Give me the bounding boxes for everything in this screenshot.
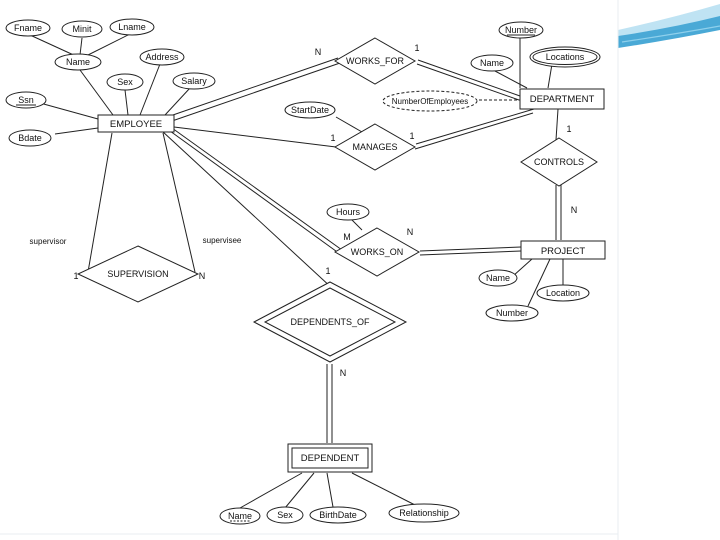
attr-dependent-sex <box>266 506 304 524</box>
relationship-manages <box>333 123 417 171</box>
relationship-attributes: StartDate Hours <box>284 101 370 221</box>
attr-salary-label: Salary <box>181 76 207 86</box>
cardinality-controls-project: N <box>571 205 578 215</box>
attr-address <box>139 48 185 66</box>
attr-ssn-label: Ssn <box>18 95 34 105</box>
cardinality-manages-department: 1 <box>409 131 414 141</box>
attr-project-number <box>485 304 539 322</box>
entity-employee <box>97 114 175 133</box>
dependent-attributes: Name Sex BirthDate Relationship <box>219 503 460 525</box>
attr-fname-label: Fname <box>14 23 42 33</box>
attr-dept-name-label: Name <box>480 58 504 68</box>
attr-start-date-label: StartDate <box>291 105 329 115</box>
attr-fname <box>5 19 51 37</box>
attr-bdate <box>8 129 52 147</box>
attr-project-number-label: Number <box>496 308 528 318</box>
cardinality-labels: N 1 1 1 1 N M N 1 N 1 N supervisor super… <box>30 43 578 378</box>
attr-locations-label: Locations <box>546 52 585 62</box>
relationship-controls <box>520 137 598 187</box>
attr-dependent-name-label: Name <box>228 511 252 521</box>
cardinality-controls-department: 1 <box>566 124 571 134</box>
attr-minit-label: Minit <box>72 24 92 34</box>
cardinality-works-for-employee: N <box>315 47 322 57</box>
attr-start-date <box>284 101 336 119</box>
attr-dept-number <box>498 21 544 39</box>
cardinality-supervision-supervisor: 1 <box>73 271 78 281</box>
attr-hours <box>326 203 370 221</box>
cardinality-manages-employee: 1 <box>330 133 335 143</box>
entity-project-label: PROJECT <box>541 246 586 257</box>
department-attributes: Number Locations Name NumberOfEmployees <box>382 21 601 112</box>
attr-project-name-label: Name <box>486 273 510 283</box>
entity-dependent <box>291 447 369 469</box>
attr-employee-name <box>54 53 102 71</box>
cardinality-works-for-department: 1 <box>414 43 419 53</box>
employee-attributes: Fname Minit Lname Name Address Sex Salar… <box>5 18 216 147</box>
attr-project-location-label: Location <box>546 288 580 298</box>
cardinality-works-on-project: N <box>407 227 414 237</box>
attr-sex <box>106 73 144 91</box>
attr-relationship <box>388 503 460 523</box>
project-attributes: Name Location Number <box>478 269 590 322</box>
attr-number-of-employees <box>382 90 478 112</box>
attr-address-label: Address <box>145 52 179 62</box>
entities: EMPLOYEE DEPARTMENT PROJECT DEPENDENT <box>97 88 606 473</box>
entity-dependent-label: DEPENDENT <box>301 453 360 464</box>
attr-birth-date <box>309 506 367 524</box>
relationship-works-on-label: WORKS_ON <box>351 247 404 257</box>
relationship-controls-label: CONTROLS <box>534 157 584 167</box>
relationship-manages-label: MANAGES <box>352 142 397 152</box>
attr-project-name <box>478 269 518 287</box>
relationship-dependents-of <box>263 287 397 357</box>
entity-department-label: DEPARTMENT <box>530 94 595 105</box>
relationship-works-for-label: WORKS_FOR <box>346 56 405 66</box>
attr-bdate-label: Bdate <box>18 133 42 143</box>
attr-locations <box>532 49 598 65</box>
attr-birth-date-label: BirthDate <box>319 510 357 520</box>
attr-dependent-sex-label: Sex <box>277 510 293 520</box>
attr-dependent-name <box>219 507 261 525</box>
entity-employee-label: EMPLOYEE <box>110 119 162 130</box>
connector-lines <box>29 33 564 509</box>
attr-number-of-employees-label: NumberOfEmployees <box>392 97 468 106</box>
cardinality-dependents-of-employee: 1 <box>325 266 330 276</box>
cardinality-dependents-of-dependent: N <box>340 368 347 378</box>
cardinality-works-on-employee: M <box>343 232 351 242</box>
relationship-works-on <box>333 227 421 277</box>
attr-sex-label: Sex <box>117 77 133 87</box>
attr-ssn <box>5 91 47 109</box>
relationships: WORKS_FOR MANAGES CONTROLS WORKS_ON SUPE… <box>76 37 598 363</box>
relationship-supervision <box>76 245 200 303</box>
entity-project <box>520 240 606 260</box>
relationship-supervision-label: SUPERVISION <box>107 269 168 279</box>
attr-salary <box>172 72 216 90</box>
relationship-works-for <box>333 37 417 85</box>
relationship-dependents-of-label: DEPENDENTS_OF <box>290 317 370 327</box>
cardinality-supervision-supervisee: N <box>199 271 206 281</box>
attr-lname-label: Lname <box>118 22 146 32</box>
attr-relationship-label: Relationship <box>399 508 449 518</box>
attr-hours-label: Hours <box>336 207 361 217</box>
role-supervisee-label: supervisee <box>203 236 242 245</box>
attr-employee-name-label: Name <box>66 57 90 67</box>
attr-project-location <box>536 284 590 302</box>
attr-minit <box>61 20 103 38</box>
role-supervisor-label: supervisor <box>30 237 67 246</box>
entity-department <box>519 88 605 110</box>
attr-dept-number-label: Number <box>505 25 537 35</box>
attr-dept-name <box>470 54 514 72</box>
attr-lname <box>109 18 155 36</box>
